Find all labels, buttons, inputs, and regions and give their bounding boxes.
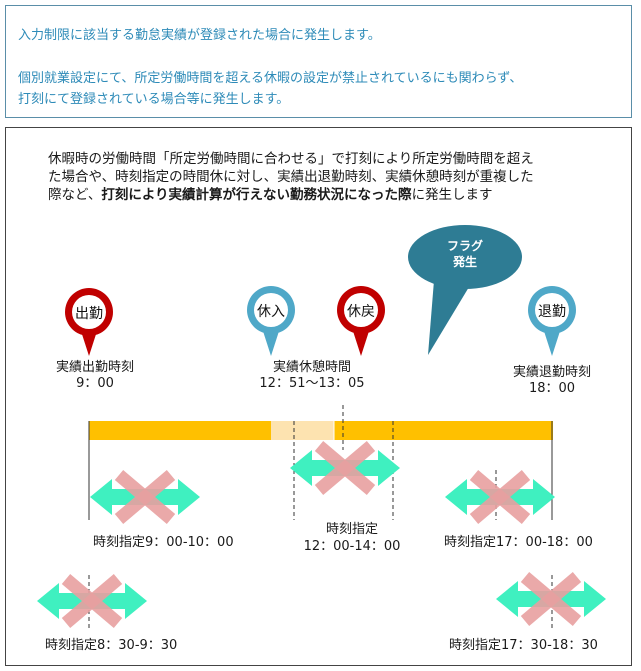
info-line-2: 個別就業設定にて、所定労働時間を超える休暇の設定が禁止されているにも関わらず、 — [18, 71, 523, 86]
break-caption: 実績休憩時間 12：51～13：05 — [259, 360, 364, 392]
clock-in-caption: 実績出勤時刻 9：00 — [56, 360, 134, 392]
break-title: 実績休憩時間 — [272, 360, 352, 375]
info-box — [5, 5, 632, 118]
break-out-pin: 休戻 — [337, 286, 385, 356]
clock-in-pin: 出勤 — [65, 288, 113, 356]
timeline-bar — [89, 421, 553, 440]
clock-out-pin-label: 退勤 — [538, 304, 566, 320]
clock-in-time: 9：00 — [76, 376, 114, 391]
designation-c-label: 時刻指定17：00-18：00 — [444, 535, 593, 550]
callout-line-1: フラグ — [447, 238, 483, 253]
break-time: 12：51～13：05 — [259, 376, 365, 391]
designation-a-label: 時刻指定9：00-10：00 — [93, 535, 234, 550]
designation-b-time: 12：00-14：00 — [303, 539, 401, 554]
callout-line-2: 発生 — [452, 254, 477, 269]
designation-e-label: 時刻指定17：30-18：30 — [449, 638, 598, 653]
designation-b-title: 時刻指定 — [325, 522, 379, 537]
designation-e-arrow — [496, 577, 606, 621]
clock-in-title: 実績出勤時刻 — [55, 360, 135, 375]
description-emphasis: 打刻により実績計算が行えない勤務状況になった際 — [101, 187, 412, 203]
diagram-description: 休暇時の労働時間「所定労働時間に合わせる」で打刻により所定労働時間を超え た場合… — [48, 150, 608, 204]
flag-callout: フラグ 発生 — [408, 225, 522, 355]
break-in-pin: 休入 — [247, 286, 295, 356]
clock-out-time: 18：00 — [528, 381, 576, 396]
info-line-3: 打刻にて登録されている場合等に発生します。 — [18, 92, 290, 107]
clock-out-pin: 退勤 — [528, 286, 576, 356]
description-line-2: た場合や、時刻指定の時間休に対し、実績出退勤時刻、実績休憩時刻が重複した — [48, 169, 534, 185]
info-line-1: 入力制限に該当する勤怠実績が登録された場合に発生します。 — [18, 28, 381, 43]
description-line-3: 際など、打刻により実績計算が行えない勤務状況になった際に発生します — [48, 186, 608, 204]
designation-a-arrow — [90, 475, 200, 519]
clock-out-title: 実績退勤時刻 — [512, 365, 592, 380]
description-prefix: 際など、 — [48, 187, 102, 203]
designation-d-arrow — [37, 579, 147, 623]
designation-c-arrow — [445, 475, 555, 519]
break-out-pin-label: 休戻 — [347, 304, 375, 320]
break-in-pin-label: 休入 — [257, 304, 285, 320]
clock-out-caption: 実績退勤時刻 18：00 — [513, 365, 591, 397]
description-line-1: 休暇時の労働時間「所定労働時間に合わせる」で打刻により所定労働時間を超え — [48, 151, 534, 167]
clock-in-pin-label: 出勤 — [75, 306, 103, 322]
designation-d-label: 時刻指定8：30-9：30 — [45, 638, 178, 653]
designation-b-arrow — [290, 446, 400, 490]
description-suffix: に発生します — [411, 187, 493, 203]
designation-b-label: 時刻指定 12：00-14：00 — [304, 521, 401, 555]
